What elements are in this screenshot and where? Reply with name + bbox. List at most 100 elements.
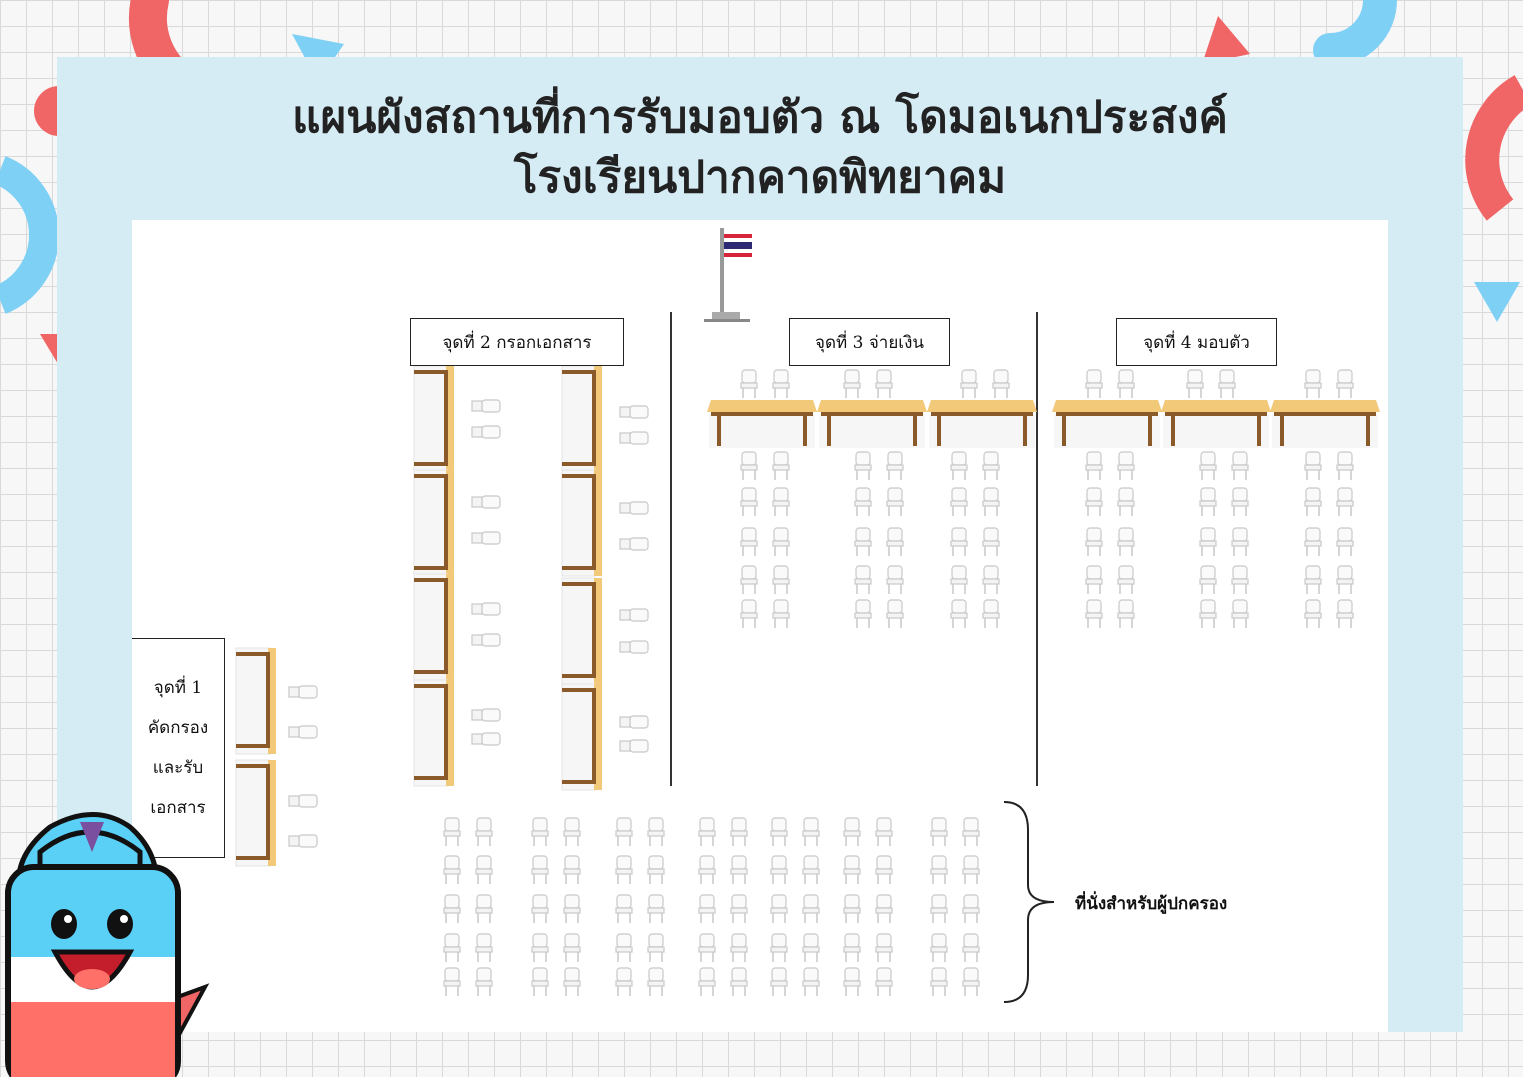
station-3-label: จุดที่ 3 จ่ายเงิน (789, 318, 950, 366)
chair-icon (471, 602, 501, 616)
chair-icon (962, 817, 980, 846)
title-line-2: โรงเรียนปากคาดพิทยาคม (513, 152, 1007, 203)
chair-icon (875, 894, 893, 923)
chair-icon (886, 451, 904, 480)
table-icon (561, 469, 602, 577)
parent-seating-brace (1003, 801, 1055, 1003)
table-icon (413, 679, 454, 787)
chair-icon (619, 715, 649, 729)
chair-icon (772, 487, 790, 516)
chair-icon (772, 369, 790, 398)
chair-icon (843, 817, 861, 846)
chair-icon (770, 894, 788, 923)
chair-icon (619, 431, 649, 445)
chair-icon (443, 817, 461, 846)
chair-icon (471, 633, 501, 647)
chair-icon (1231, 599, 1249, 628)
chair-icon (1085, 565, 1103, 594)
chair-icon (1199, 527, 1217, 556)
station-1-line-3: และรับ (152, 758, 204, 778)
chair-icon (1085, 599, 1103, 628)
chair-icon (563, 967, 581, 996)
title-line-1: แผนผังสถานที่การรับมอบตัว ณ โดมอเนกประสง… (292, 92, 1228, 143)
parent-seating-label: ที่นั่งสำหรับผู้ปกครอง (1075, 894, 1228, 914)
chair-icon (531, 967, 549, 996)
blue-triangle-shape-right (1474, 282, 1520, 322)
chair-icon (471, 531, 501, 545)
chair-icon (647, 855, 665, 884)
chair-icon (698, 967, 716, 996)
chair-icon (886, 527, 904, 556)
chair-icon (950, 527, 968, 556)
chair-icon (288, 725, 318, 739)
chair-icon (1336, 599, 1354, 628)
chair-icon (740, 527, 758, 556)
chair-icon (875, 933, 893, 962)
table-icon (235, 647, 276, 755)
chair-icon (443, 967, 461, 996)
chair-icon (563, 894, 581, 923)
chair-icon (1085, 487, 1103, 516)
station-1-line-2: คัดกรอง (147, 718, 209, 738)
divider-line-2 (1036, 312, 1038, 786)
chair-icon (615, 817, 633, 846)
station-1-line-4: เอกสาร (150, 798, 206, 818)
chair-icon (619, 608, 649, 622)
chair-icon (930, 855, 948, 884)
chair-icon (740, 369, 758, 398)
chair-icon (1304, 369, 1322, 398)
chair-icon (982, 599, 1000, 628)
table-icon (235, 759, 276, 867)
chair-icon (1199, 487, 1217, 516)
chair-icon (1085, 451, 1103, 480)
chair-icon (950, 451, 968, 480)
chair-icon (619, 739, 649, 753)
chair-icon (619, 405, 649, 419)
chair-icon (802, 967, 820, 996)
chair-icon (531, 855, 549, 884)
chair-icon (982, 527, 1000, 556)
chair-icon (930, 967, 948, 996)
chair-icon (740, 451, 758, 480)
station-1-line-1: จุดที่ 1 (153, 678, 203, 698)
chair-icon (619, 501, 649, 515)
chair-icon (802, 855, 820, 884)
table-icon (817, 400, 927, 448)
chair-icon (730, 817, 748, 846)
chair-icon (475, 933, 493, 962)
chair-icon (698, 817, 716, 846)
chair-icon (1117, 527, 1135, 556)
blue-arc-shape-left (0, 156, 60, 314)
chair-icon (802, 817, 820, 846)
chair-icon (1304, 527, 1322, 556)
chair-icon (1218, 369, 1236, 398)
chair-icon (647, 967, 665, 996)
chair-icon (563, 817, 581, 846)
chair-icon (288, 834, 318, 848)
chair-icon (698, 855, 716, 884)
table-icon (707, 400, 817, 448)
chair-icon (1231, 487, 1249, 516)
thai-flag-pole-icon (704, 228, 752, 322)
chair-icon (475, 894, 493, 923)
chair-icon (475, 855, 493, 884)
chair-icon (854, 599, 872, 628)
chair-icon (475, 817, 493, 846)
chair-icon (950, 599, 968, 628)
chair-icon (962, 933, 980, 962)
chair-icon (1085, 527, 1103, 556)
chair-icon (619, 640, 649, 654)
chair-icon (770, 817, 788, 846)
chair-icon (770, 855, 788, 884)
blue-arc-shape-top (1313, 0, 1397, 67)
chair-icon (854, 451, 872, 480)
chair-icon (1199, 565, 1217, 594)
chair-icon (1199, 599, 1217, 628)
chair-icon (875, 967, 893, 996)
chair-icon (982, 451, 1000, 480)
chair-icon (950, 487, 968, 516)
chair-icon (563, 855, 581, 884)
chair-icon (288, 794, 318, 808)
chair-icon (886, 599, 904, 628)
chair-icon (982, 487, 1000, 516)
